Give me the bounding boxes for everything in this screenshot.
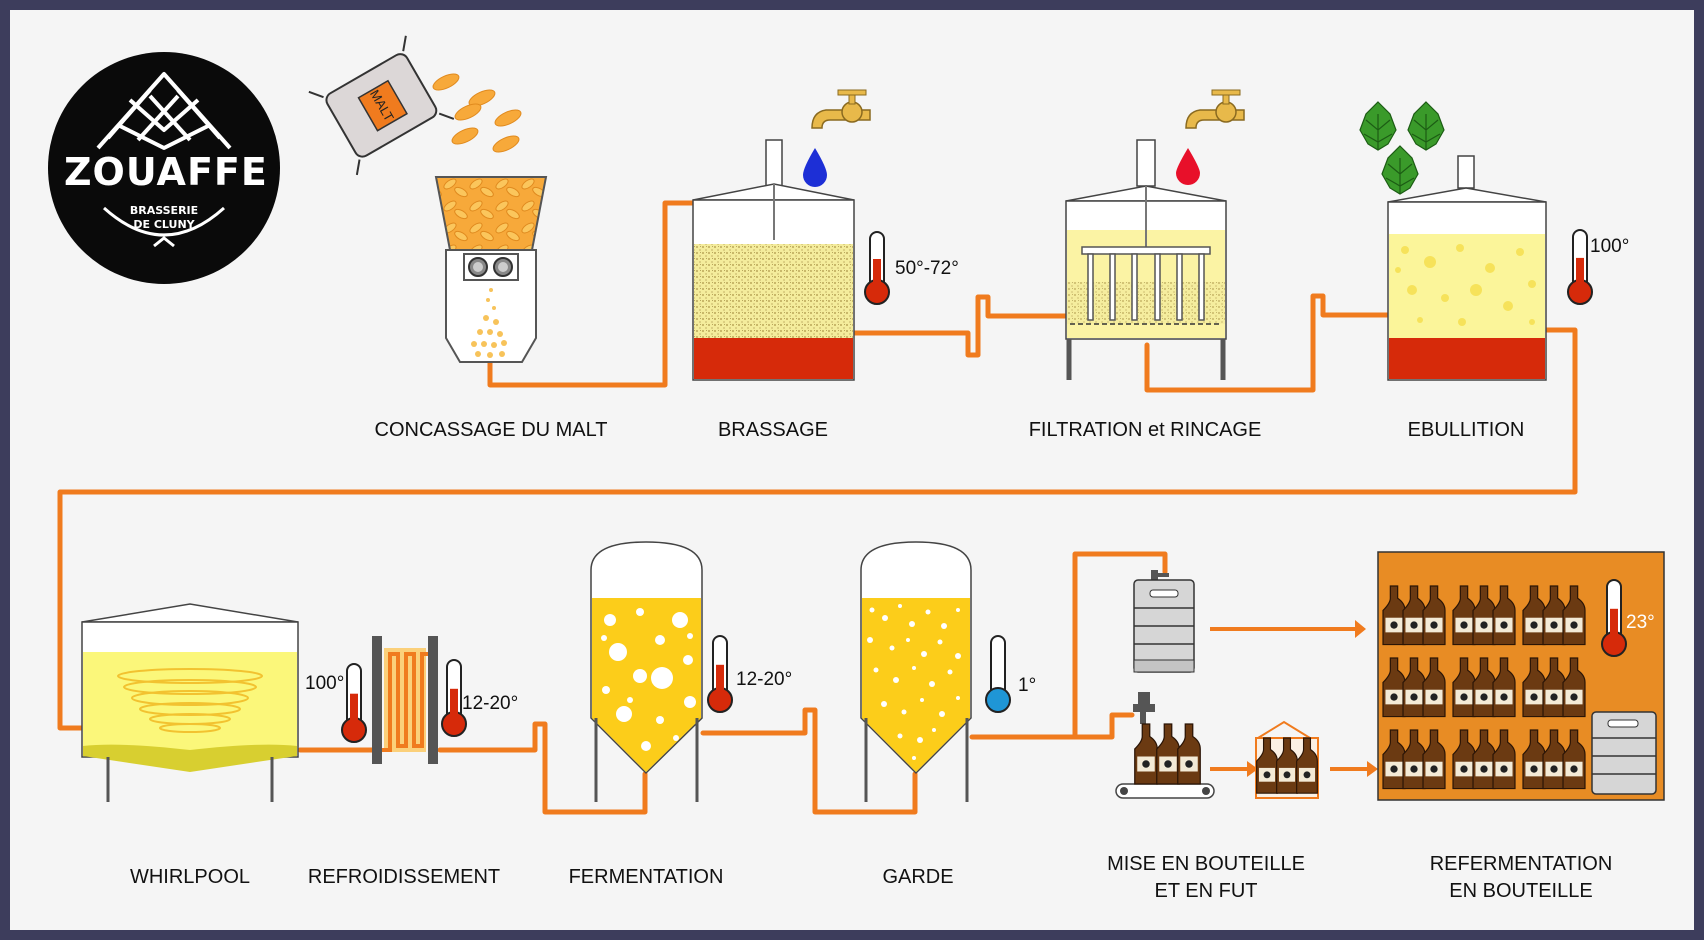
flow-arrows xyxy=(1210,620,1378,777)
step-label-whirlpool: WHIRLPOOL xyxy=(129,866,251,888)
boil-kettle xyxy=(1387,155,1547,381)
beer-bottle-icon xyxy=(1134,723,1158,785)
thermometers xyxy=(341,229,1627,743)
beer-bottle-icon xyxy=(1402,585,1426,646)
beer-bottle-icon xyxy=(1402,729,1426,790)
beer-bottle-icon xyxy=(1562,657,1586,718)
temp-garde: 1° xyxy=(1018,675,1037,696)
plate-chiller xyxy=(372,636,438,764)
cold-water-drop-icon xyxy=(803,148,827,187)
beer-bottle-icon xyxy=(1542,657,1566,718)
pipe-filtration-to-ebullition xyxy=(1144,293,1391,393)
beer-bottle-icon xyxy=(1492,729,1516,790)
beer-bottle-icon xyxy=(1452,657,1476,718)
beer-bottle-icon xyxy=(1256,737,1278,794)
beer-bottle-icon xyxy=(1402,657,1426,718)
pipe-ebullition-to-whirlpool xyxy=(57,327,1578,731)
temp-refroidissement-in: 100° xyxy=(305,673,345,694)
beer-bottle-icon xyxy=(1156,723,1180,785)
pipe-garde-to-bottling xyxy=(1072,712,1135,740)
grain-mill xyxy=(434,176,548,363)
step-label-refroidissement: REFROIDISSEMENT xyxy=(307,866,501,888)
brand-name: ZOUAFFE xyxy=(64,150,268,194)
beer-bottle-icon xyxy=(1422,729,1446,790)
beer-bottle-icon xyxy=(1522,585,1546,646)
mash-tun xyxy=(692,139,855,381)
keg-icon xyxy=(1133,570,1195,673)
step-label-refermentation-line2: EN BOUTEILLE xyxy=(1449,880,1593,902)
fermentation-tank xyxy=(590,541,703,802)
crate-bottles xyxy=(1256,737,1318,794)
step-label-fermentation: FERMENTATION xyxy=(568,866,724,888)
pipe-cooler-to-fermenter xyxy=(437,721,648,815)
temp-ebullition: 100° xyxy=(1590,236,1630,257)
logo-roof-mark xyxy=(96,72,232,150)
whirlpool-tank xyxy=(81,603,299,802)
lauter-tun xyxy=(1065,139,1227,380)
pipes xyxy=(57,200,1578,815)
pipe-fermenter-to-garde xyxy=(700,707,918,815)
bottles-on-line xyxy=(1134,723,1201,785)
beer-bottle-icon xyxy=(1472,657,1496,718)
brand-logo xyxy=(48,52,280,284)
beer-bottle-icon xyxy=(1492,585,1516,646)
pipe-brassage-to-filtration xyxy=(852,294,1068,358)
beer-bottle-icon xyxy=(1422,585,1446,646)
thermometer-icon xyxy=(1601,579,1627,657)
thermometer-icon xyxy=(985,635,1011,713)
beer-bottle-icon xyxy=(1422,657,1446,718)
step-label-mise-line1: MISE EN BOUTEILLE xyxy=(1107,853,1305,875)
step-label-ebullition: EBULLITION xyxy=(1407,419,1525,441)
temp-refermentation: 23° xyxy=(1626,612,1655,633)
brand-tagline-line1: BRASSERIE xyxy=(129,204,199,217)
step-label-filtration: FILTRATION et RINCAGE xyxy=(1028,419,1262,441)
step-label-refermentation-line1: REFERMENTATION xyxy=(1429,853,1613,875)
beer-bottle-icon xyxy=(1472,729,1496,790)
step-label-brassage: BRASSAGE xyxy=(717,419,829,441)
step-label-mise-line2: ET EN FUT xyxy=(1154,880,1258,902)
thermometer-icon xyxy=(441,659,467,737)
beer-bottle-icon xyxy=(1296,737,1318,794)
beer-bottle-icon xyxy=(1492,657,1516,718)
falling-malt-grains xyxy=(432,73,522,153)
thermometer-icon xyxy=(864,231,890,305)
brand-tagline-line2: DE CLUNY xyxy=(133,218,195,231)
pipe-garde-to-keg xyxy=(969,551,1168,740)
temp-refroidissement-out: 12-20° xyxy=(462,693,519,714)
pipe-malt-to-brassage xyxy=(487,200,696,388)
conditioning-tank xyxy=(860,541,972,802)
beer-bottle-icon xyxy=(1177,723,1201,785)
thermometer-icon xyxy=(707,635,733,713)
hot-water-drop-icon xyxy=(1176,148,1200,185)
temp-brassage: 50°-72° xyxy=(895,258,959,279)
water-faucet-icon xyxy=(811,89,871,129)
step-label-concassage: CONCASSAGE DU MALT xyxy=(374,419,608,441)
room-bottle-racks xyxy=(1382,585,1586,790)
malt-bag-icon xyxy=(308,35,455,176)
beer-bottle-icon xyxy=(1562,729,1586,790)
step-label-garde: GARDE xyxy=(882,866,954,888)
beer-bottle-icon xyxy=(1542,585,1566,646)
hot-water-faucet-icon xyxy=(1185,89,1245,129)
beer-bottle-icon xyxy=(1562,585,1586,646)
thermometer-icon xyxy=(341,663,367,743)
room-keg-icon xyxy=(1591,711,1657,795)
temp-fermentation: 12-20° xyxy=(736,669,793,690)
thermometer-icon xyxy=(1567,229,1593,305)
hops-icon xyxy=(1359,101,1445,195)
